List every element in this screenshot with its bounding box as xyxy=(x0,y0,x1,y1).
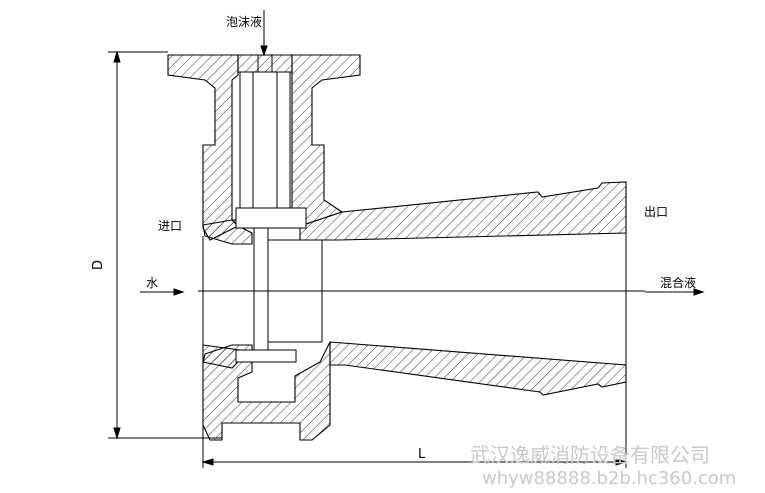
inner-tube xyxy=(235,55,307,363)
label-water: 水 xyxy=(146,276,158,290)
flow-arrows xyxy=(140,10,705,296)
watermark-company: 武汉逸威消防设备有限公司 xyxy=(470,443,710,467)
label-mixed-liquid: 混合液 xyxy=(660,275,696,290)
label-inlet: 进口 xyxy=(158,219,182,233)
diffuser-upper-wall xyxy=(299,181,627,241)
inlet-ring-upper xyxy=(202,219,253,245)
label-dim-l: L xyxy=(418,447,426,462)
watermark-website: whyw88888.b2b.hc360.com xyxy=(482,468,736,489)
throat xyxy=(253,227,269,351)
dimension-lines xyxy=(108,50,628,468)
bore-outline xyxy=(202,72,627,382)
label-outlet: 出口 xyxy=(644,205,668,219)
bottom-body xyxy=(202,341,331,441)
top-flange-right xyxy=(291,54,361,227)
label-foam-inlet: 泡沫液 xyxy=(226,14,262,29)
top-flange-left xyxy=(167,54,239,241)
nozzle-body xyxy=(235,207,307,229)
throat-lower xyxy=(235,349,297,363)
nozzle-cap xyxy=(237,54,293,73)
label-dim-d: D xyxy=(91,260,106,270)
body-section xyxy=(167,54,627,441)
diffuser-lower-wall xyxy=(329,341,627,396)
foam-tube xyxy=(239,71,291,209)
